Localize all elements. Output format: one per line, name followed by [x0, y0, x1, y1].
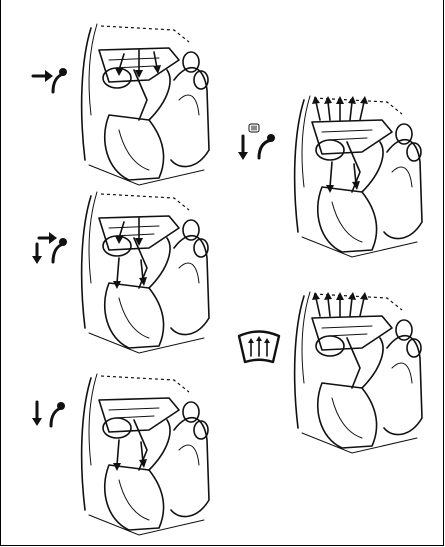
cabin-illustration-defrost — [287, 288, 437, 458]
vent-floor-defrost-icon — [235, 122, 279, 166]
cabin-illustration-floor-defrost — [287, 92, 437, 262]
vent-floor-icon — [29, 394, 69, 434]
windshield-defrost-icon — [235, 328, 283, 368]
vent-bilevel-icon — [29, 228, 69, 268]
cabin-illustration-face — [74, 20, 224, 190]
cabin-illustration-bi-level — [74, 188, 224, 358]
cabin-illustration-floor — [74, 370, 224, 540]
vent-face-icon — [29, 62, 69, 98]
